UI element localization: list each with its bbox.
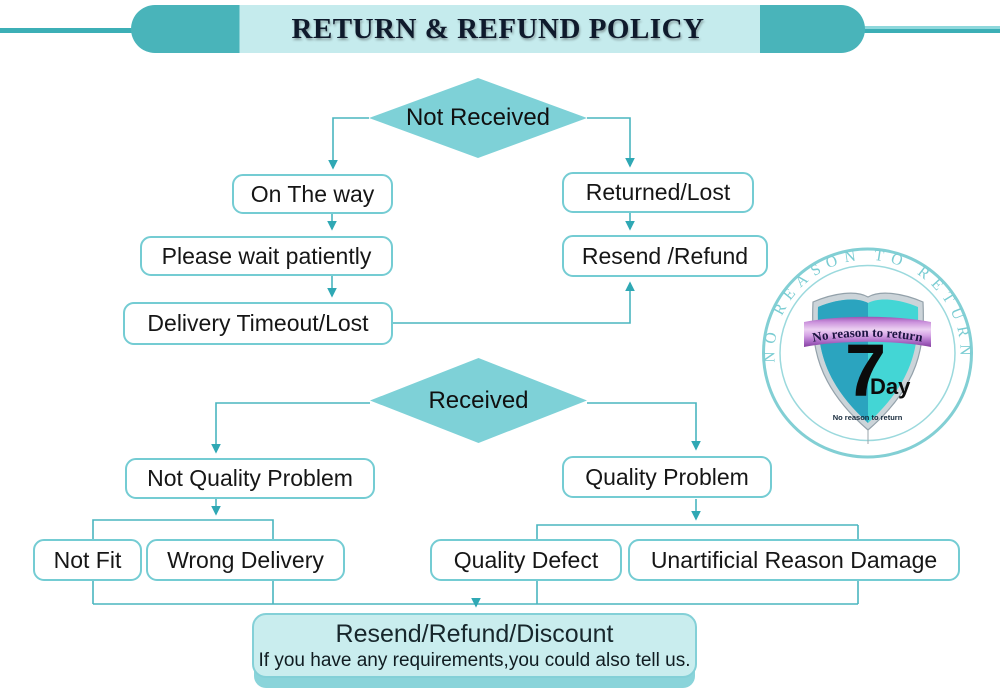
node-label: Quality Problem xyxy=(585,463,749,490)
badge-day-label: Day xyxy=(870,374,911,399)
decision-label: Not Received xyxy=(405,104,551,131)
node-quality-problem: Quality Problem xyxy=(562,456,772,498)
badge-seven: 7 xyxy=(845,329,886,412)
connector-timeout-resendrefund xyxy=(393,281,635,324)
node-not-quality-problem: Not Quality Problem xyxy=(125,458,375,499)
node-on-the-way: On The way xyxy=(232,174,393,214)
node-quality-defect: Quality Defect xyxy=(430,539,622,581)
node-label: Delivery Timeout/Lost xyxy=(147,310,369,336)
connector-received-quality xyxy=(587,402,701,451)
node-resend-refund-discount: Resend/Refund/Discount If you have any r… xyxy=(252,613,697,678)
header-line-right xyxy=(864,26,1000,33)
node-delivery-timeout-lost: Delivery Timeout/Lost xyxy=(123,302,393,345)
node-wrong-delivery: Wrong Delivery xyxy=(146,539,345,581)
connector-received-notquality xyxy=(211,402,370,454)
node-unartificial-reason-damage: Unartificial Reason Damage xyxy=(628,539,960,581)
node-label: Not Quality Problem xyxy=(147,465,353,491)
decision-label: Received xyxy=(428,386,529,414)
final-title: Resend/Refund/Discount xyxy=(335,619,614,648)
node-label: Resend /Refund xyxy=(581,242,749,269)
node-returned-lost: Returned/Lost xyxy=(562,172,754,213)
node-resend-refund: Resend /Refund xyxy=(562,235,768,277)
header-line-left xyxy=(0,28,133,33)
connector-notreceived-ontheway xyxy=(328,117,369,170)
node-label: On The way xyxy=(250,180,375,207)
ribbon-banner: No reason to return xyxy=(804,316,931,347)
page-title: RETURN & REFUND POLICY xyxy=(291,13,705,45)
node-label: Returned/Lost xyxy=(585,179,731,205)
node-not-fit: Not Fit xyxy=(33,539,142,581)
node-label: Not Fit xyxy=(53,546,122,573)
node-label: Unartificial Reason Damage xyxy=(650,546,938,573)
seven-day-return-badge: NO REASON TO RETURN No reason to return … xyxy=(761,247,973,459)
badge-outer-ring xyxy=(762,247,973,459)
badge-small-text: No reason to return xyxy=(833,413,903,422)
node-label: Please wait patiently xyxy=(161,242,372,269)
node-please-wait-patiently: Please wait patiently xyxy=(140,236,393,276)
header-banner: RETURN & REFUND POLICY xyxy=(131,5,865,53)
ribbon-text: No reason to return xyxy=(811,325,925,345)
node-label: Quality Defect xyxy=(453,546,599,573)
node-label: Wrong Delivery xyxy=(167,546,324,573)
final-subtitle: If you have any requirements,you could a… xyxy=(258,649,691,671)
connector-notreceived-returnedlost xyxy=(587,117,635,168)
